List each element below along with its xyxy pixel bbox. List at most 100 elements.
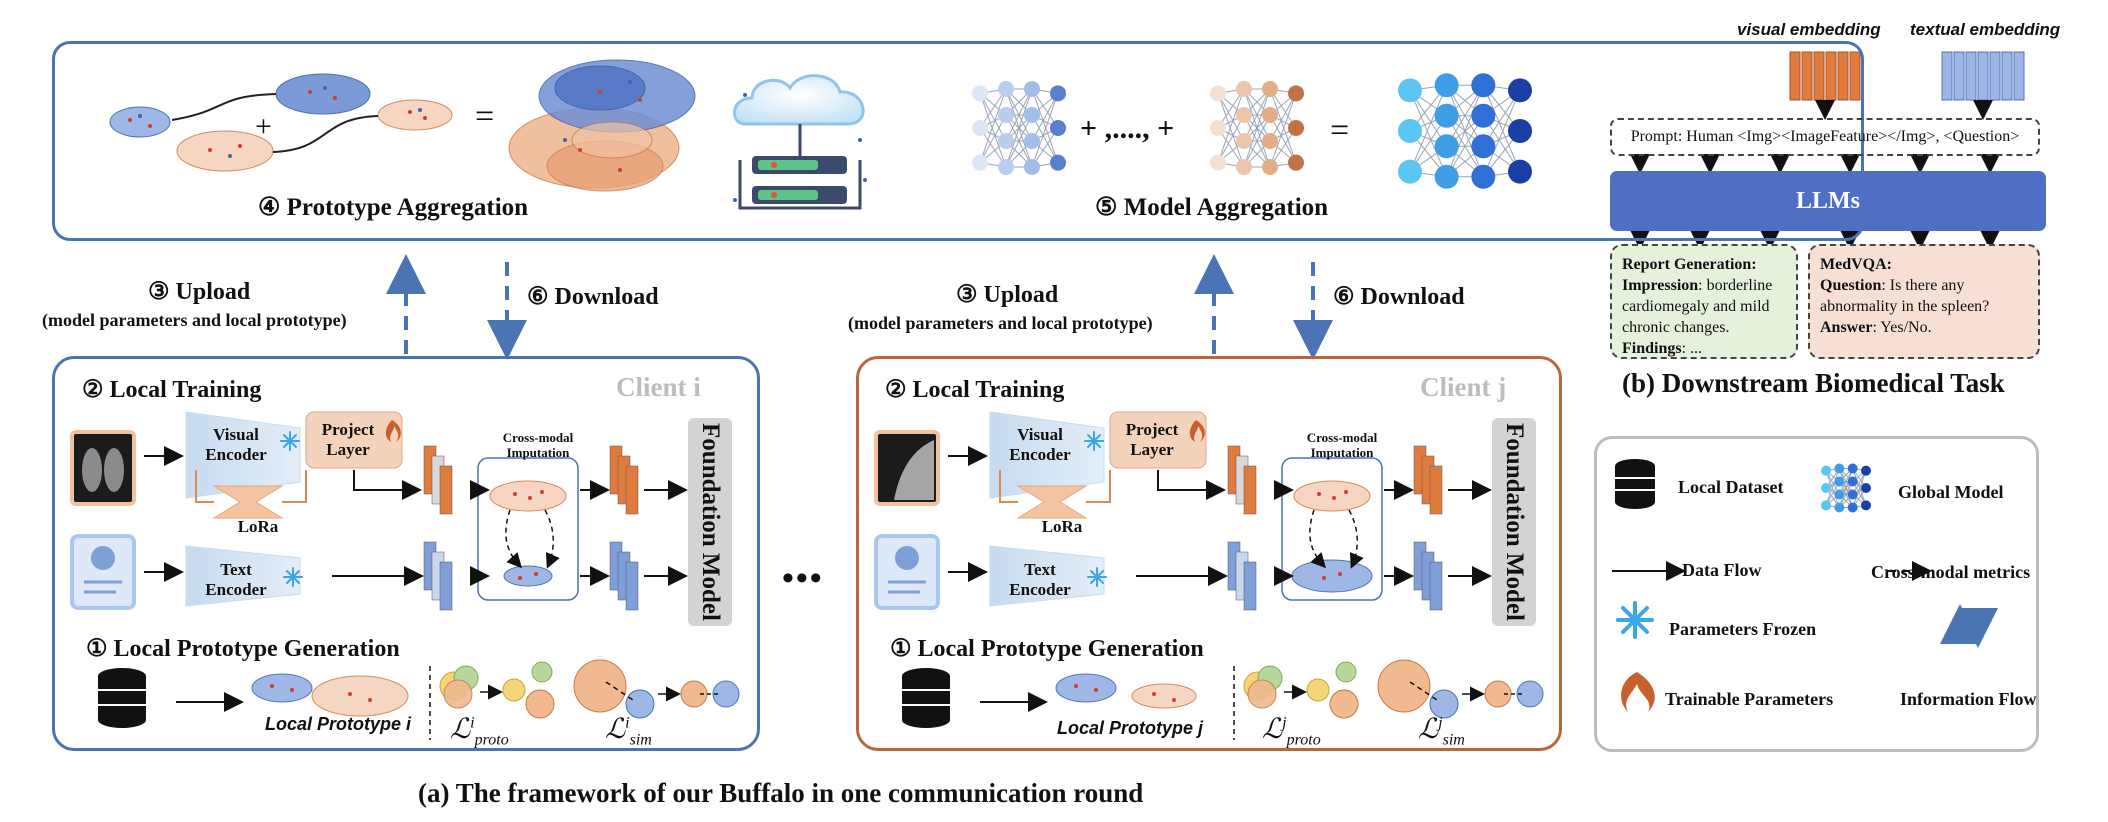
legend-data-flow: Data Flow bbox=[1682, 560, 1762, 580]
project-layer-label-i: Project Layer bbox=[321, 420, 375, 459]
upload-label-left: ③ Upload bbox=[148, 279, 251, 305]
lora-shape bbox=[1016, 485, 1088, 519]
visual-prototype-ellipse bbox=[489, 480, 567, 512]
visual-feature-stack bbox=[423, 445, 453, 515]
equals-sign: = bbox=[475, 98, 495, 135]
foundation-model-j: Foundation Model bbox=[1492, 418, 1536, 626]
textual-embedding-label: textual embedding bbox=[1910, 20, 2061, 39]
legend-local-dataset: Local Dataset bbox=[1678, 477, 1784, 497]
client-i-panel bbox=[52, 356, 760, 751]
cross-modal-label-j: Cross-modal Imputation bbox=[1306, 430, 1378, 460]
visual-encoder-shape bbox=[185, 411, 301, 499]
visual-output-stack bbox=[1413, 445, 1443, 515]
legend-trainable: Trainable Parameters bbox=[1665, 689, 1834, 709]
text-prototype-ellipse bbox=[503, 565, 553, 587]
model-aggregation-graphic bbox=[972, 73, 1532, 189]
report-document-icon bbox=[70, 534, 136, 610]
global-model-icon-large bbox=[1398, 73, 1532, 189]
client-i-tag: Client i bbox=[616, 372, 701, 402]
local-training-title-i: ② Local Training bbox=[82, 377, 262, 403]
textual-embedding-bars bbox=[1941, 51, 2025, 101]
snowflake-legend-icon bbox=[1616, 601, 1654, 639]
orange-model-icon bbox=[1210, 81, 1304, 175]
download-label-left: ⑥ Download bbox=[527, 284, 659, 310]
upload-sub-left: (model parameters and local prototype) bbox=[42, 310, 347, 330]
text-output-stack bbox=[1413, 541, 1443, 611]
upload-sub-right: (model parameters and local prototype) bbox=[848, 313, 1153, 333]
lora-label-i: LoRa bbox=[237, 517, 279, 536]
text-encoder-shape bbox=[989, 545, 1105, 607]
database-icon bbox=[98, 668, 146, 728]
legend-cross-modal: Cross-modal metrics bbox=[1871, 562, 2031, 582]
fire-icon bbox=[385, 420, 401, 442]
blue-model-icon bbox=[972, 81, 1066, 175]
database-icon bbox=[1615, 459, 1655, 509]
text-encoder-label-i: Text Encoder bbox=[205, 560, 267, 599]
text-feature-stack bbox=[423, 541, 453, 611]
prototype-generation-title-j: ① Local Prototype Generation bbox=[890, 636, 1204, 662]
medvqa-box: MedVQA: Question: Is there any abnormali… bbox=[1808, 244, 2040, 359]
client-j-tag: Client j bbox=[1420, 372, 1507, 402]
database-icon bbox=[902, 668, 950, 728]
visual-encoder-shape bbox=[989, 411, 1105, 499]
snowflake-icon bbox=[280, 431, 300, 451]
local-training-title-j: ② Local Training bbox=[885, 377, 1065, 403]
model-aggregation-title: ⑤ Model Aggregation bbox=[1095, 194, 1329, 221]
prompt-box: Prompt: Human <Img><ImageFeature></Img>,… bbox=[1610, 118, 2040, 156]
prototype-aggregation-title: ④ Prototype Aggregation bbox=[258, 194, 529, 221]
foundation-model-i: Foundation Model bbox=[688, 418, 732, 626]
lora-label-j: LoRa bbox=[1041, 517, 1083, 536]
loss-proto-i: ℒiproto bbox=[450, 714, 509, 749]
visual-encoder-label-i: Visual Encoder bbox=[205, 425, 267, 464]
lora-shape bbox=[212, 485, 284, 519]
visual-prototype-ellipse bbox=[1293, 480, 1371, 512]
caption-a: (a) The framework of our Buffalo in one … bbox=[418, 778, 1144, 808]
local-prototype-label-j: Local Prototype j bbox=[1057, 718, 1204, 738]
legend-panel bbox=[1594, 436, 2039, 752]
sim-circle bbox=[573, 659, 627, 713]
plus-ellipsis: + ,...., + bbox=[1080, 112, 1175, 145]
clients-ellipsis: ••• bbox=[782, 560, 824, 597]
prototype-blue bbox=[251, 673, 313, 703]
visual-embedding-bars bbox=[1789, 51, 1861, 101]
snowflake-icon bbox=[283, 567, 303, 587]
prototype-orange bbox=[1131, 683, 1197, 709]
prototype-aggregation-graphic bbox=[109, 59, 696, 192]
local-prototype-label-i: Local Prototype i bbox=[265, 714, 412, 734]
visual-feature-stack bbox=[1227, 445, 1257, 515]
cloud-server-icon bbox=[733, 74, 867, 210]
loss-sim-j: ℒjsim bbox=[1418, 714, 1465, 749]
sim-circle bbox=[1377, 659, 1431, 713]
global-model-icon bbox=[1821, 463, 1871, 513]
aggregation-panel bbox=[52, 41, 1864, 241]
visual-embedding-label: visual embedding bbox=[1737, 20, 1881, 39]
snowflake-icon bbox=[1084, 431, 1104, 451]
text-output-stack bbox=[609, 541, 639, 611]
project-layer-label-j: Project Layer bbox=[1125, 420, 1179, 459]
snowflake-icon bbox=[1087, 567, 1107, 587]
legend-net-shape bbox=[1821, 463, 1871, 513]
project-layer-shape bbox=[1109, 411, 1207, 469]
prototype-blue bbox=[1055, 673, 1117, 703]
download-label-right: ⑥ Download bbox=[1333, 284, 1465, 310]
prototype-generation-title-i: ① Local Prototype Generation bbox=[86, 636, 400, 662]
llms-block: LLMs bbox=[1610, 171, 2046, 231]
loss-proto-j: ℒjproto bbox=[1262, 714, 1321, 749]
legend-parameters-frozen: Parameters Frozen bbox=[1669, 619, 1817, 639]
cross-modal-label-i: Cross-modal Imputation bbox=[502, 430, 574, 460]
client-j-panel bbox=[856, 356, 1562, 751]
report-generation-box: Report Generation: Impression: borderlin… bbox=[1610, 244, 1798, 359]
visual-output-stack bbox=[609, 445, 639, 515]
loss-sim-i: ℒisim bbox=[605, 714, 652, 749]
text-feature-stack bbox=[1227, 541, 1257, 611]
project-layer-shape bbox=[305, 411, 403, 469]
server-label: Manager bbox=[770, 175, 799, 184]
plus-sign: + bbox=[255, 110, 272, 143]
text-encoder-shape bbox=[185, 545, 301, 607]
fire-icon bbox=[1189, 420, 1205, 442]
caption-b: (b) Downstream Biomedical Task bbox=[1622, 368, 2005, 398]
legend-global-model: Global Model bbox=[1898, 482, 2004, 502]
text-encoder-label-j: Text Encoder bbox=[1009, 560, 1071, 599]
prototype-orange bbox=[311, 675, 409, 717]
